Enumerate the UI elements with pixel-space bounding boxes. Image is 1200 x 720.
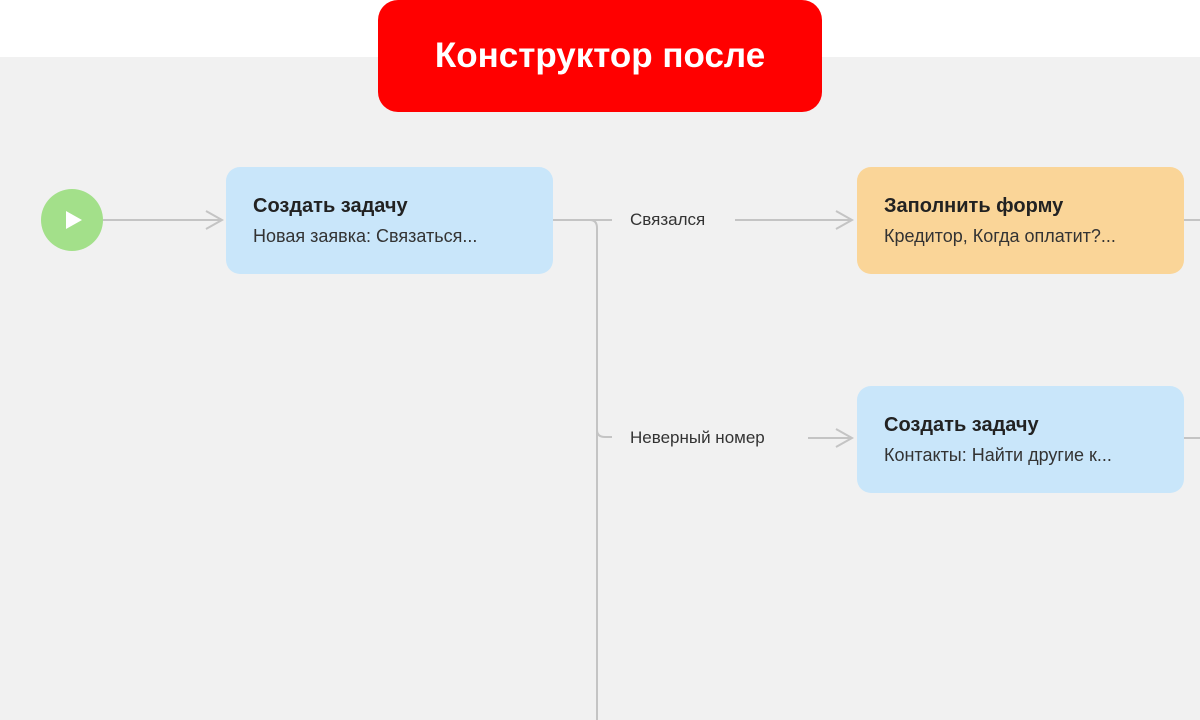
node-subtitle: Контакты: Найти другие к... — [884, 445, 1112, 465]
play-icon — [66, 211, 82, 229]
branch-2-stub — [596, 429, 612, 438]
arrow-head — [205, 210, 225, 230]
start-node[interactable] — [41, 189, 103, 251]
node-subtitle: Кредитор, Когда оплатит?... — [884, 226, 1116, 246]
node-subtitle: Новая заявка: Связаться... — [253, 226, 478, 246]
arrow-head — [835, 428, 855, 448]
branch-trunk — [589, 219, 598, 720]
arrow-head — [835, 210, 855, 230]
node-create-task[interactable]: Создать задачу Новая заявка: Связаться..… — [226, 167, 553, 274]
node-title: Заполнить форму — [884, 195, 1064, 217]
node-title: Создать задачу — [253, 195, 408, 217]
banner-title: Конструктор после — [378, 0, 822, 112]
node-fill-form[interactable]: Заполнить форму Кредитор, Когда оплатит?… — [857, 167, 1184, 274]
node-title: Создать задачу — [884, 414, 1039, 436]
node-create-task-2[interactable]: Создать задачу Контакты: Найти другие к.… — [857, 386, 1184, 493]
branch-label-wrong-number[interactable]: Неверный номер — [630, 428, 765, 447]
branch-label-contacted[interactable]: Связался — [630, 210, 706, 229]
